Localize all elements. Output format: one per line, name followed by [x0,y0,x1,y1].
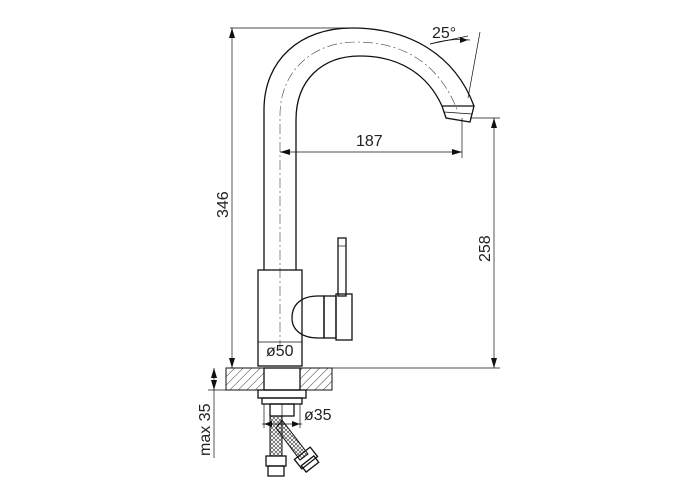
faucet-outline [225,27,475,477]
dim-spout-height: 258 [477,235,494,262]
dim-max-thickness: max 35 [197,403,214,456]
dimension-lines [208,27,500,458]
dim-spout-angle: 25° [432,25,456,42]
dim-total-height: 346 [215,191,232,218]
dim-spout-reach: 187 [356,133,383,150]
dim-body-diameter: ø50 [266,343,294,360]
dim-mount-diameter: ø35 [304,407,332,424]
